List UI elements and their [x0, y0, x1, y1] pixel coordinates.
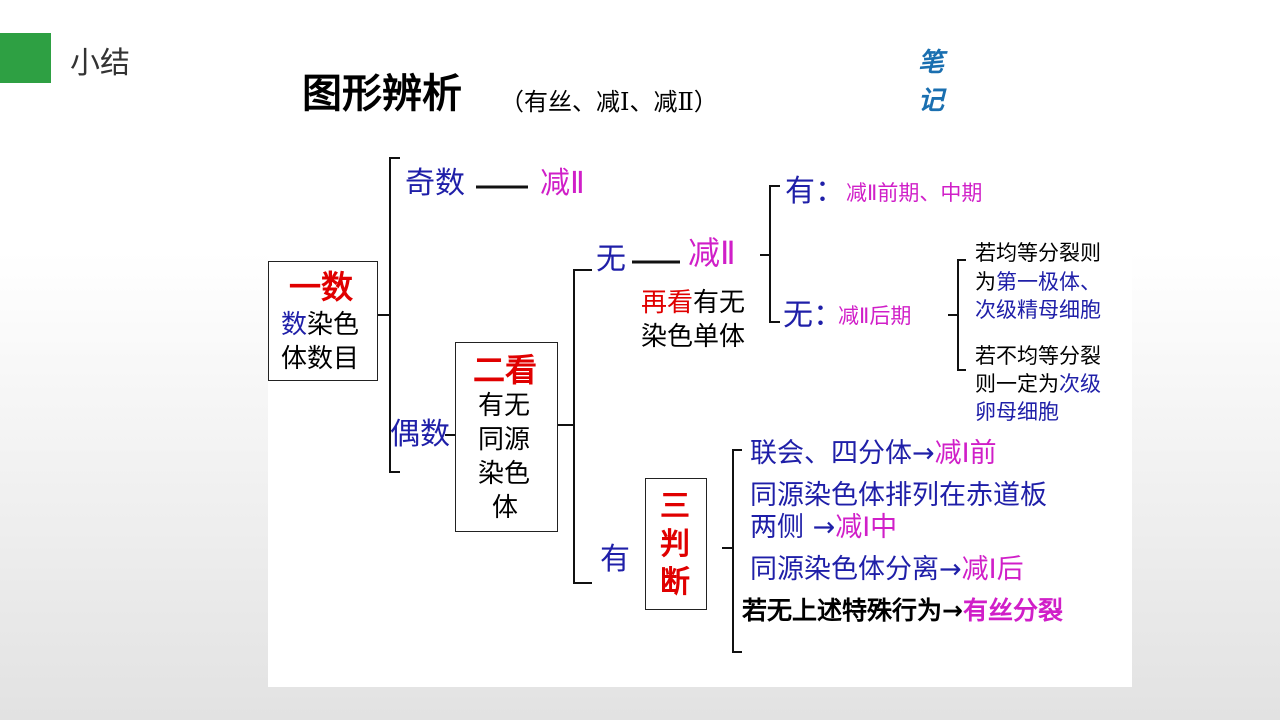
diagram-title: 图形辨析 — [302, 71, 462, 117]
rule-mitosis: 若无上述特殊行为→有丝分裂 — [742, 596, 1063, 625]
uneven-div-l1: 若不均等分裂 — [975, 344, 1101, 368]
slide-title: 小结 — [70, 46, 130, 81]
odd-result: 减Ⅱ — [540, 166, 585, 201]
box-count-title: 一数 — [289, 268, 354, 306]
has-monomer-label: 有： — [785, 174, 845, 209]
bracket-mono — [769, 185, 780, 323]
box-homologous-title: 二看 — [473, 351, 538, 389]
box-homologous-l2: 同源 — [478, 425, 531, 455]
box-judge-c3: 断 — [660, 565, 690, 600]
uneven-div-l3: 卵母细胞 — [975, 400, 1059, 424]
bracket-none-has — [573, 269, 592, 584]
box-judge: 三 判 断 — [645, 478, 707, 610]
none-label: 无 — [596, 242, 626, 277]
even-label: 偶数 — [390, 417, 450, 452]
odd-label: 奇数 — [405, 166, 465, 201]
box-homologous-l4: 体 — [492, 493, 519, 523]
box-homologous: 二看 有无 同源 染色 体 — [455, 342, 558, 532]
no-monomer-label: 无： — [783, 298, 843, 333]
has-monomer-result: 减Ⅱ前期、中期 — [846, 181, 983, 205]
box-count-line2: 体数目 — [281, 344, 360, 374]
even-div-l3: 次级精母细胞 — [975, 298, 1101, 322]
rule-alignment: 同源染色体排列在赤道板 — [750, 480, 1047, 511]
box-count-line1: 数染色 — [281, 310, 360, 340]
rule-alignment-result: 两侧 →减Ⅰ中 — [750, 512, 898, 543]
recheck-line2: 染色单体 — [641, 322, 746, 352]
no-monomer-result: 减Ⅱ后期 — [838, 304, 912, 328]
box-homologous-l3: 染色 — [478, 459, 531, 489]
bracket-judge — [732, 449, 742, 653]
bracket-division — [957, 259, 966, 371]
notes-char-2: 记 — [918, 86, 945, 116]
rule-separation: 同源染色体分离→减Ⅰ后 — [750, 554, 1024, 585]
box-judge-c1: 三 — [660, 489, 690, 524]
box-judge-c2: 判 — [660, 527, 690, 562]
recheck-line1: 再看有无 — [641, 288, 746, 318]
none-result: 减Ⅱ — [688, 234, 736, 272]
box-homologous-l1: 有无 — [478, 391, 531, 421]
even-div-l2: 为第一极体、 — [975, 270, 1101, 294]
uneven-div-l2: 则一定为次级 — [975, 372, 1101, 396]
rule-synapsis: 联会、四分体→减Ⅰ前 — [750, 438, 997, 469]
has-homologous-label: 有 — [600, 542, 630, 577]
box-count-chromosomes: 一数 数染色 体数目 — [268, 261, 378, 381]
diagram-subtitle: （有丝、减Ⅰ、减Ⅱ） — [500, 88, 718, 116]
even-div-l1: 若均等分裂则 — [975, 241, 1101, 265]
notes-char-1: 笔 — [918, 48, 945, 78]
slide-accent-bar — [0, 33, 51, 83]
